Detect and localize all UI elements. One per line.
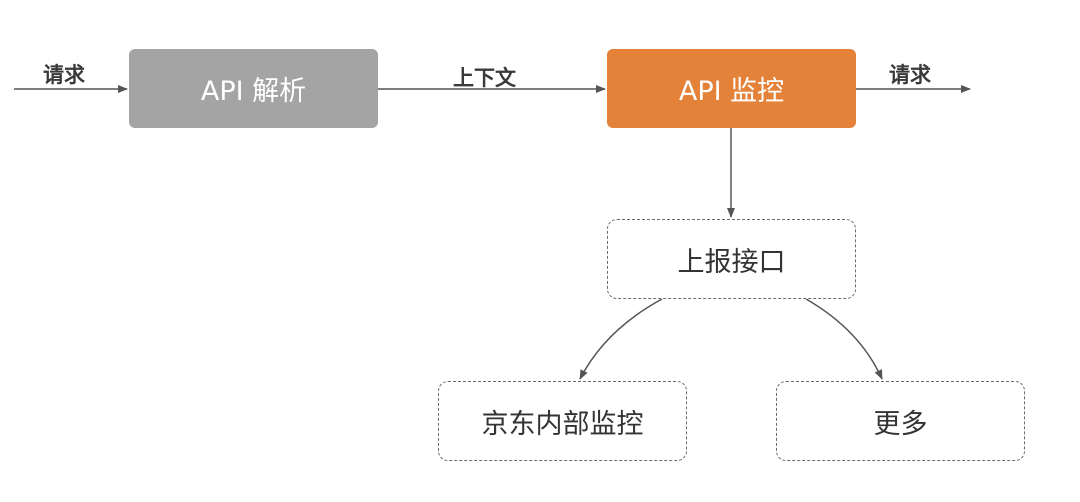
edge-label-request-in: 请求 <box>43 63 85 87</box>
arrow-report-to-jd <box>579 298 663 380</box>
node-more-label: 更多 <box>873 408 928 440</box>
node-report-interface: 上报接口 <box>607 219 856 299</box>
node-api-parse: API 解析 <box>129 49 378 128</box>
node-api-monitor-label: API 监控 <box>678 76 785 107</box>
node-jd-internal-monitor: 京东内部监控 <box>438 381 687 461</box>
node-api-parse-label: API 解析 <box>200 76 307 107</box>
node-more: 更多 <box>776 381 1025 461</box>
edge-label-request-out: 请求 <box>889 63 931 87</box>
node-api-monitor: API 监控 <box>607 49 856 128</box>
node-report-interface-label: 上报接口 <box>677 246 786 278</box>
edge-label-context: 上下文 <box>453 66 516 90</box>
arrow-report-to-more <box>805 298 883 380</box>
node-jd-internal-monitor-label: 京东内部监控 <box>481 408 644 440</box>
